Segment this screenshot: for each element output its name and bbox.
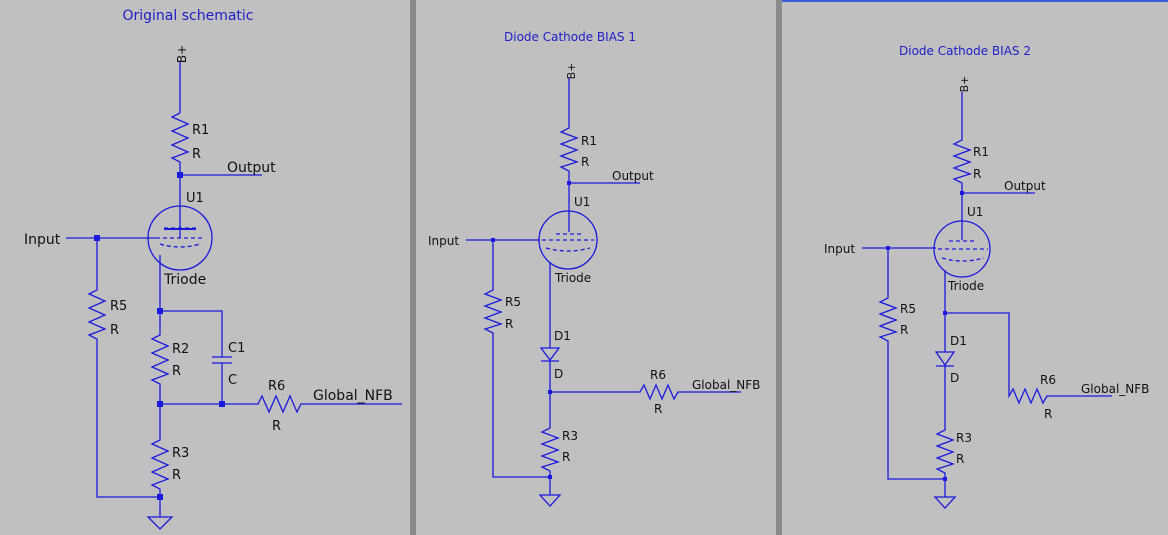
schematic-original: Original schematic B+ R1 R Output U1 Tri… — [24, 8, 402, 530]
r6-label: R6 — [650, 368, 666, 382]
output-label: Output — [1004, 179, 1046, 193]
r1-resistor — [170, 62, 190, 238]
triode-grid — [938, 240, 988, 262]
triode-envelope — [933, 220, 991, 278]
triode-grid — [542, 233, 594, 252]
r1-value: R — [973, 167, 981, 181]
junction-dot — [943, 477, 947, 481]
input-label: Input — [24, 232, 61, 248]
panel-diode-bias-2: Diode Cathode BIAS 2 B+ R1 R Output U1 T… — [782, 0, 1168, 535]
r6-resistor — [160, 394, 402, 414]
c1-label: C1 — [228, 341, 245, 356]
junction-dot — [219, 401, 225, 407]
r3-label: R3 — [562, 429, 578, 443]
tube-type-label: Triode — [947, 279, 984, 293]
nfb-label: Global_NFB — [313, 388, 393, 404]
r3-value: R — [956, 452, 964, 466]
r1-resistor — [559, 78, 580, 232]
r6-resistor — [945, 312, 1112, 405]
r3-label: R3 — [172, 446, 189, 461]
r3-resistor — [540, 361, 561, 495]
r5-label: R5 — [110, 299, 127, 314]
schematic-diode-bias-1: Diode Cathode BIAS 1 B+ R1 R Output U1 T… — [428, 30, 760, 507]
c1-capacitor — [160, 310, 232, 404]
supply-label: B+ — [958, 76, 971, 93]
r1-label: R1 — [192, 123, 209, 138]
r3-value: R — [172, 468, 181, 483]
r5-resistor — [878, 248, 945, 480]
panel-original-schematic: Original schematic B+ R1 R Output U1 Tri… — [0, 0, 410, 535]
r5-resistor — [483, 240, 550, 478]
ground-icon — [146, 516, 174, 530]
d1-label: D1 — [554, 329, 571, 343]
schematic-diode-bias-2: Diode Cathode BIAS 2 B+ R1 R Output U1 T… — [824, 44, 1149, 509]
output-label: Output — [227, 160, 276, 176]
r5-label: R5 — [505, 295, 521, 309]
window-top-border — [782, 0, 1168, 2]
tube-label: U1 — [574, 195, 590, 209]
r5-value: R — [110, 323, 119, 338]
c1-value: C — [228, 373, 237, 388]
r5-value: R — [505, 317, 513, 331]
r6-resistor — [550, 383, 741, 401]
supply-label: B+ — [175, 45, 189, 63]
panel-title: Diode Cathode BIAS 1 — [504, 30, 636, 44]
tube-type-label: Triode — [554, 271, 591, 285]
r6-label: R6 — [268, 379, 285, 394]
junction-dot — [548, 390, 552, 394]
nfb-label: Global_NFB — [1081, 382, 1149, 396]
r1-label: R1 — [973, 145, 989, 159]
junction-dot — [548, 475, 552, 479]
tube-label: U1 — [967, 205, 983, 219]
r3-resistor — [935, 366, 956, 497]
panel-title: Diode Cathode BIAS 2 — [899, 44, 1031, 58]
ground-icon — [538, 494, 562, 507]
r6-value: R — [654, 402, 662, 416]
r2-r3-chain — [150, 255, 170, 517]
junction-dot — [157, 401, 163, 407]
d1-value: D — [554, 367, 563, 381]
junction-dot — [567, 181, 571, 185]
input-label: Input — [824, 242, 855, 256]
r2-label: R2 — [172, 342, 189, 357]
junction-dot — [960, 191, 964, 195]
r1-label: R1 — [581, 134, 597, 148]
ground-icon — [933, 496, 957, 509]
d1-diode — [539, 347, 561, 362]
r5-label: R5 — [900, 302, 916, 316]
d1-diode — [934, 351, 956, 367]
junction-dot — [943, 311, 947, 315]
supply-label: B+ — [565, 63, 578, 80]
d1-value: D — [950, 371, 959, 385]
junction-dot — [157, 494, 163, 500]
r6-label: R6 — [1040, 373, 1056, 387]
r5-value: R — [900, 323, 908, 337]
junction-dot — [177, 172, 183, 178]
r6-value: R — [272, 419, 281, 434]
r3-label: R3 — [956, 431, 972, 445]
r6-value: R — [1044, 407, 1052, 421]
input-label: Input — [428, 234, 459, 248]
nfb-label: Global_NFB — [692, 378, 760, 392]
r1-value: R — [581, 155, 589, 169]
tube-type-label: Triode — [163, 272, 206, 288]
tube-label: U1 — [186, 191, 204, 206]
d1-label: D1 — [950, 334, 967, 348]
output-label: Output — [612, 169, 654, 183]
panel-title: Original schematic — [122, 8, 253, 24]
r3-value: R — [562, 450, 570, 464]
r2-value: R — [172, 364, 181, 379]
triode-envelope — [538, 210, 598, 270]
r1-resistor — [952, 92, 973, 240]
r5-resistor — [87, 238, 160, 498]
r1-value: R — [192, 147, 201, 162]
panel-diode-bias-1: Diode Cathode BIAS 1 B+ R1 R Output U1 T… — [416, 0, 776, 535]
